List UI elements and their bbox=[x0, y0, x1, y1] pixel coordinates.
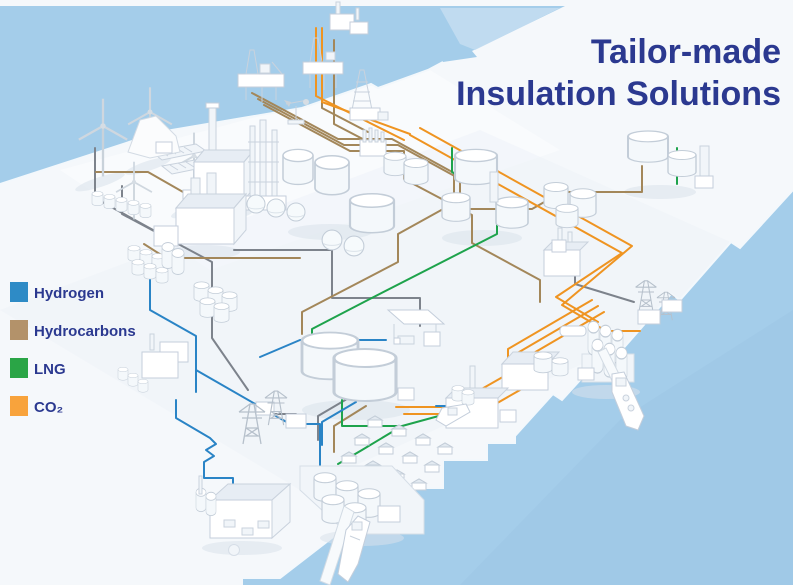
tanker-ship-right bbox=[611, 371, 645, 431]
legend-item-hydrogen: Hydrogen bbox=[10, 282, 104, 302]
water-top bbox=[0, 6, 565, 184]
substation bbox=[635, 280, 683, 325]
right-silo-plant bbox=[559, 320, 635, 383]
water-top-highlight bbox=[440, 8, 560, 50]
water-shade bbox=[460, 310, 793, 585]
legend: Hydrogen Hydrocarbons LNG CO₂ bbox=[10, 282, 136, 416]
legend-label-hydrocarbons: Hydrocarbons bbox=[34, 323, 136, 340]
power-plant bbox=[153, 172, 248, 247]
gas-plant-b bbox=[359, 127, 429, 186]
truck bbox=[257, 520, 270, 529]
water-bottom bbox=[243, 190, 793, 585]
drilling-rig bbox=[349, 69, 389, 121]
title-line-1: Tailor-made bbox=[591, 33, 781, 71]
tanker-ship-south bbox=[337, 515, 371, 583]
electrolyzer-facility bbox=[117, 333, 189, 393]
top-plant bbox=[329, 1, 369, 35]
legend-swatch-lng bbox=[10, 358, 28, 378]
offshore-platform-2 bbox=[302, 37, 344, 90]
legend-label-hydrogen: Hydrogen bbox=[34, 285, 104, 302]
flare-stack bbox=[198, 475, 203, 495]
pump-jack bbox=[284, 99, 309, 125]
offshore-platform-1 bbox=[237, 49, 285, 102]
pitched-warehouse bbox=[500, 351, 569, 391]
co2-processing-plant bbox=[542, 227, 590, 277]
truck bbox=[223, 519, 236, 528]
lng-storage-tanks-large bbox=[300, 331, 415, 403]
legend-label-lng: LNG bbox=[34, 361, 66, 378]
legend-item-hydrocarbons: Hydrocarbons bbox=[10, 320, 136, 340]
helipad bbox=[228, 544, 240, 556]
terminal-ship bbox=[435, 403, 471, 427]
quarry bbox=[127, 115, 181, 159]
legend-swatch-co2 bbox=[10, 396, 28, 416]
legend-label-co2: CO₂ bbox=[34, 399, 63, 416]
warehouse bbox=[195, 475, 292, 556]
legend-item-co2: CO₂ bbox=[10, 396, 63, 416]
fueling-station bbox=[386, 309, 446, 347]
south-pier bbox=[319, 505, 355, 585]
legend-item-lng: LNG bbox=[10, 358, 66, 378]
lng-tank-farm-c bbox=[441, 148, 529, 229]
chimney-plant bbox=[444, 365, 517, 429]
title-line-2: Insulation Solutions bbox=[456, 75, 781, 113]
tank-farm-e bbox=[627, 130, 714, 189]
dock-tank-farm bbox=[299, 465, 425, 535]
legend-swatch-hydrogen bbox=[10, 282, 28, 302]
truck bbox=[241, 527, 254, 536]
legend-swatch-hydrocarbons bbox=[10, 320, 28, 340]
page-title: Tailor-made Insulation Solutions bbox=[456, 33, 781, 113]
